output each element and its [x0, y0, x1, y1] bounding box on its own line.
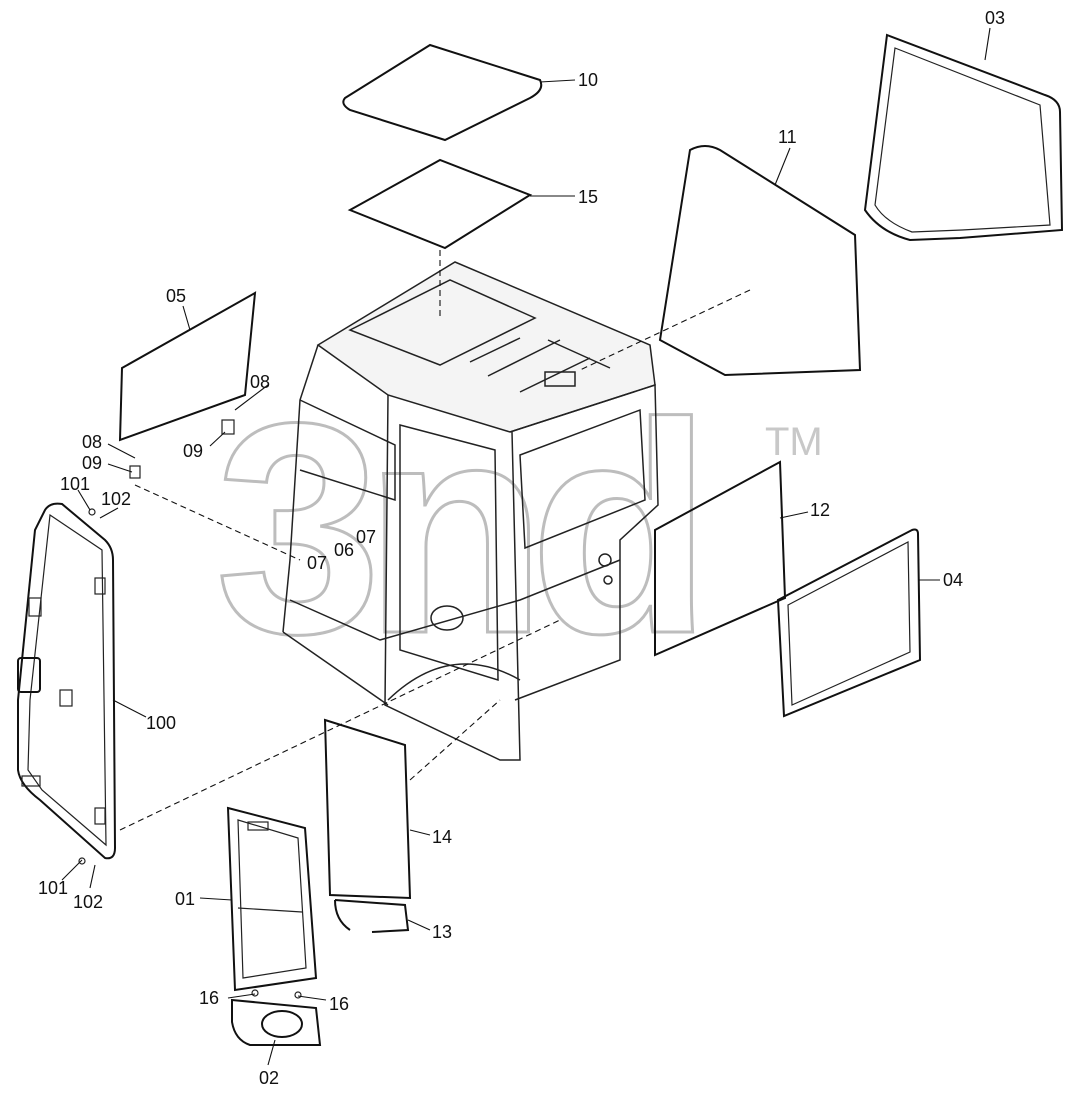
callout-02: 02: [259, 1068, 279, 1088]
callout-15: 15: [578, 187, 598, 207]
leader-lines: [61, 27, 991, 1066]
callout-101-lower: 101: [38, 878, 68, 898]
callout-102-upper: 102: [101, 489, 131, 509]
roof-fitting: [544, 371, 576, 387]
front-glass-14: [323, 718, 412, 900]
cab-frame: [282, 261, 659, 761]
roof-window-opening: [348, 279, 537, 366]
framed-window-01: [226, 806, 318, 992]
callout-09-lower: 09: [82, 453, 102, 473]
callout-102-lower: 102: [73, 892, 103, 912]
seal-frame-03: [863, 33, 1064, 242]
door-outline: [17, 502, 117, 860]
callout-12: 12: [810, 500, 830, 520]
door-100: [17, 502, 117, 860]
callout-101-upper: 101: [60, 474, 90, 494]
door-inner-panel: [27, 513, 107, 847]
callout-07-upper: 07: [356, 527, 376, 547]
lower-panel-curve: [387, 663, 521, 701]
left-window-frame: [299, 399, 396, 502]
door-lock: [59, 689, 73, 707]
door-hinge-upper: [94, 577, 106, 595]
lower-cover-02-hole: [261, 1010, 303, 1038]
callout-100: 100: [146, 713, 176, 733]
side-glass-11: [658, 145, 862, 377]
clip-16-right: [294, 991, 302, 999]
roof-seal-15: [347, 158, 533, 250]
callout-03: 03: [985, 8, 1005, 28]
callout-16-right: 16: [329, 994, 349, 1014]
side-glass-12: [654, 460, 787, 657]
callout-07-lower: 07: [307, 553, 327, 573]
callout-04: 04: [943, 570, 963, 590]
cab-logo-badge: [430, 605, 464, 631]
trademark-text: TM: [765, 420, 823, 464]
callout-16-left: 16: [199, 988, 219, 1008]
callout-08-lower: 08: [82, 432, 102, 452]
rear-window-opening: [519, 408, 646, 550]
lower-cover-02: [231, 998, 322, 1046]
callout-10: 10: [578, 70, 598, 90]
cab-right-side: [509, 383, 659, 701]
cab-floor: [282, 559, 621, 706]
screw-101-lower: [78, 857, 86, 865]
callout-11: 11: [778, 127, 797, 147]
callout-13: 13: [432, 922, 452, 942]
roof-ribs: [469, 337, 611, 393]
seal-frame-03-inner: [874, 47, 1051, 233]
cab-bolt: [603, 575, 613, 585]
latch-09-upper: [221, 419, 235, 435]
roof-glass-10: [342, 43, 543, 142]
framed-glass-04: [776, 528, 922, 718]
framed-glass-04-inner: [787, 541, 911, 706]
framed-window-01-inner: [237, 819, 307, 979]
callout-05: 05: [166, 286, 186, 306]
clip-16-left: [251, 989, 259, 997]
screw-101-upper: [88, 508, 96, 516]
front-left-pillar: [282, 344, 319, 633]
door-vent: [21, 775, 41, 787]
front-door-frame: [384, 394, 521, 761]
front-window-opening: [399, 424, 499, 682]
framed-window-01-tab: [247, 821, 269, 831]
framed-window-01-split: [237, 907, 303, 913]
callout-06: 06: [334, 540, 354, 560]
left-glass-05: [118, 291, 257, 442]
callout-14: 14: [432, 827, 452, 847]
callout-01: 01: [175, 889, 195, 909]
latch-09-lower: [129, 465, 141, 479]
door-handle: [17, 657, 41, 693]
callout-labels: 03 10 11 15 05 08 09 08 09 101 102 12 07…: [38, 8, 1005, 1088]
small-glass-13: [334, 899, 410, 933]
callout-08-upper: 08: [250, 372, 270, 392]
door-hinge-lower: [94, 807, 106, 825]
door-latch: [28, 597, 42, 617]
callout-09-upper: 09: [183, 441, 203, 461]
cab-bolt: [598, 553, 612, 567]
